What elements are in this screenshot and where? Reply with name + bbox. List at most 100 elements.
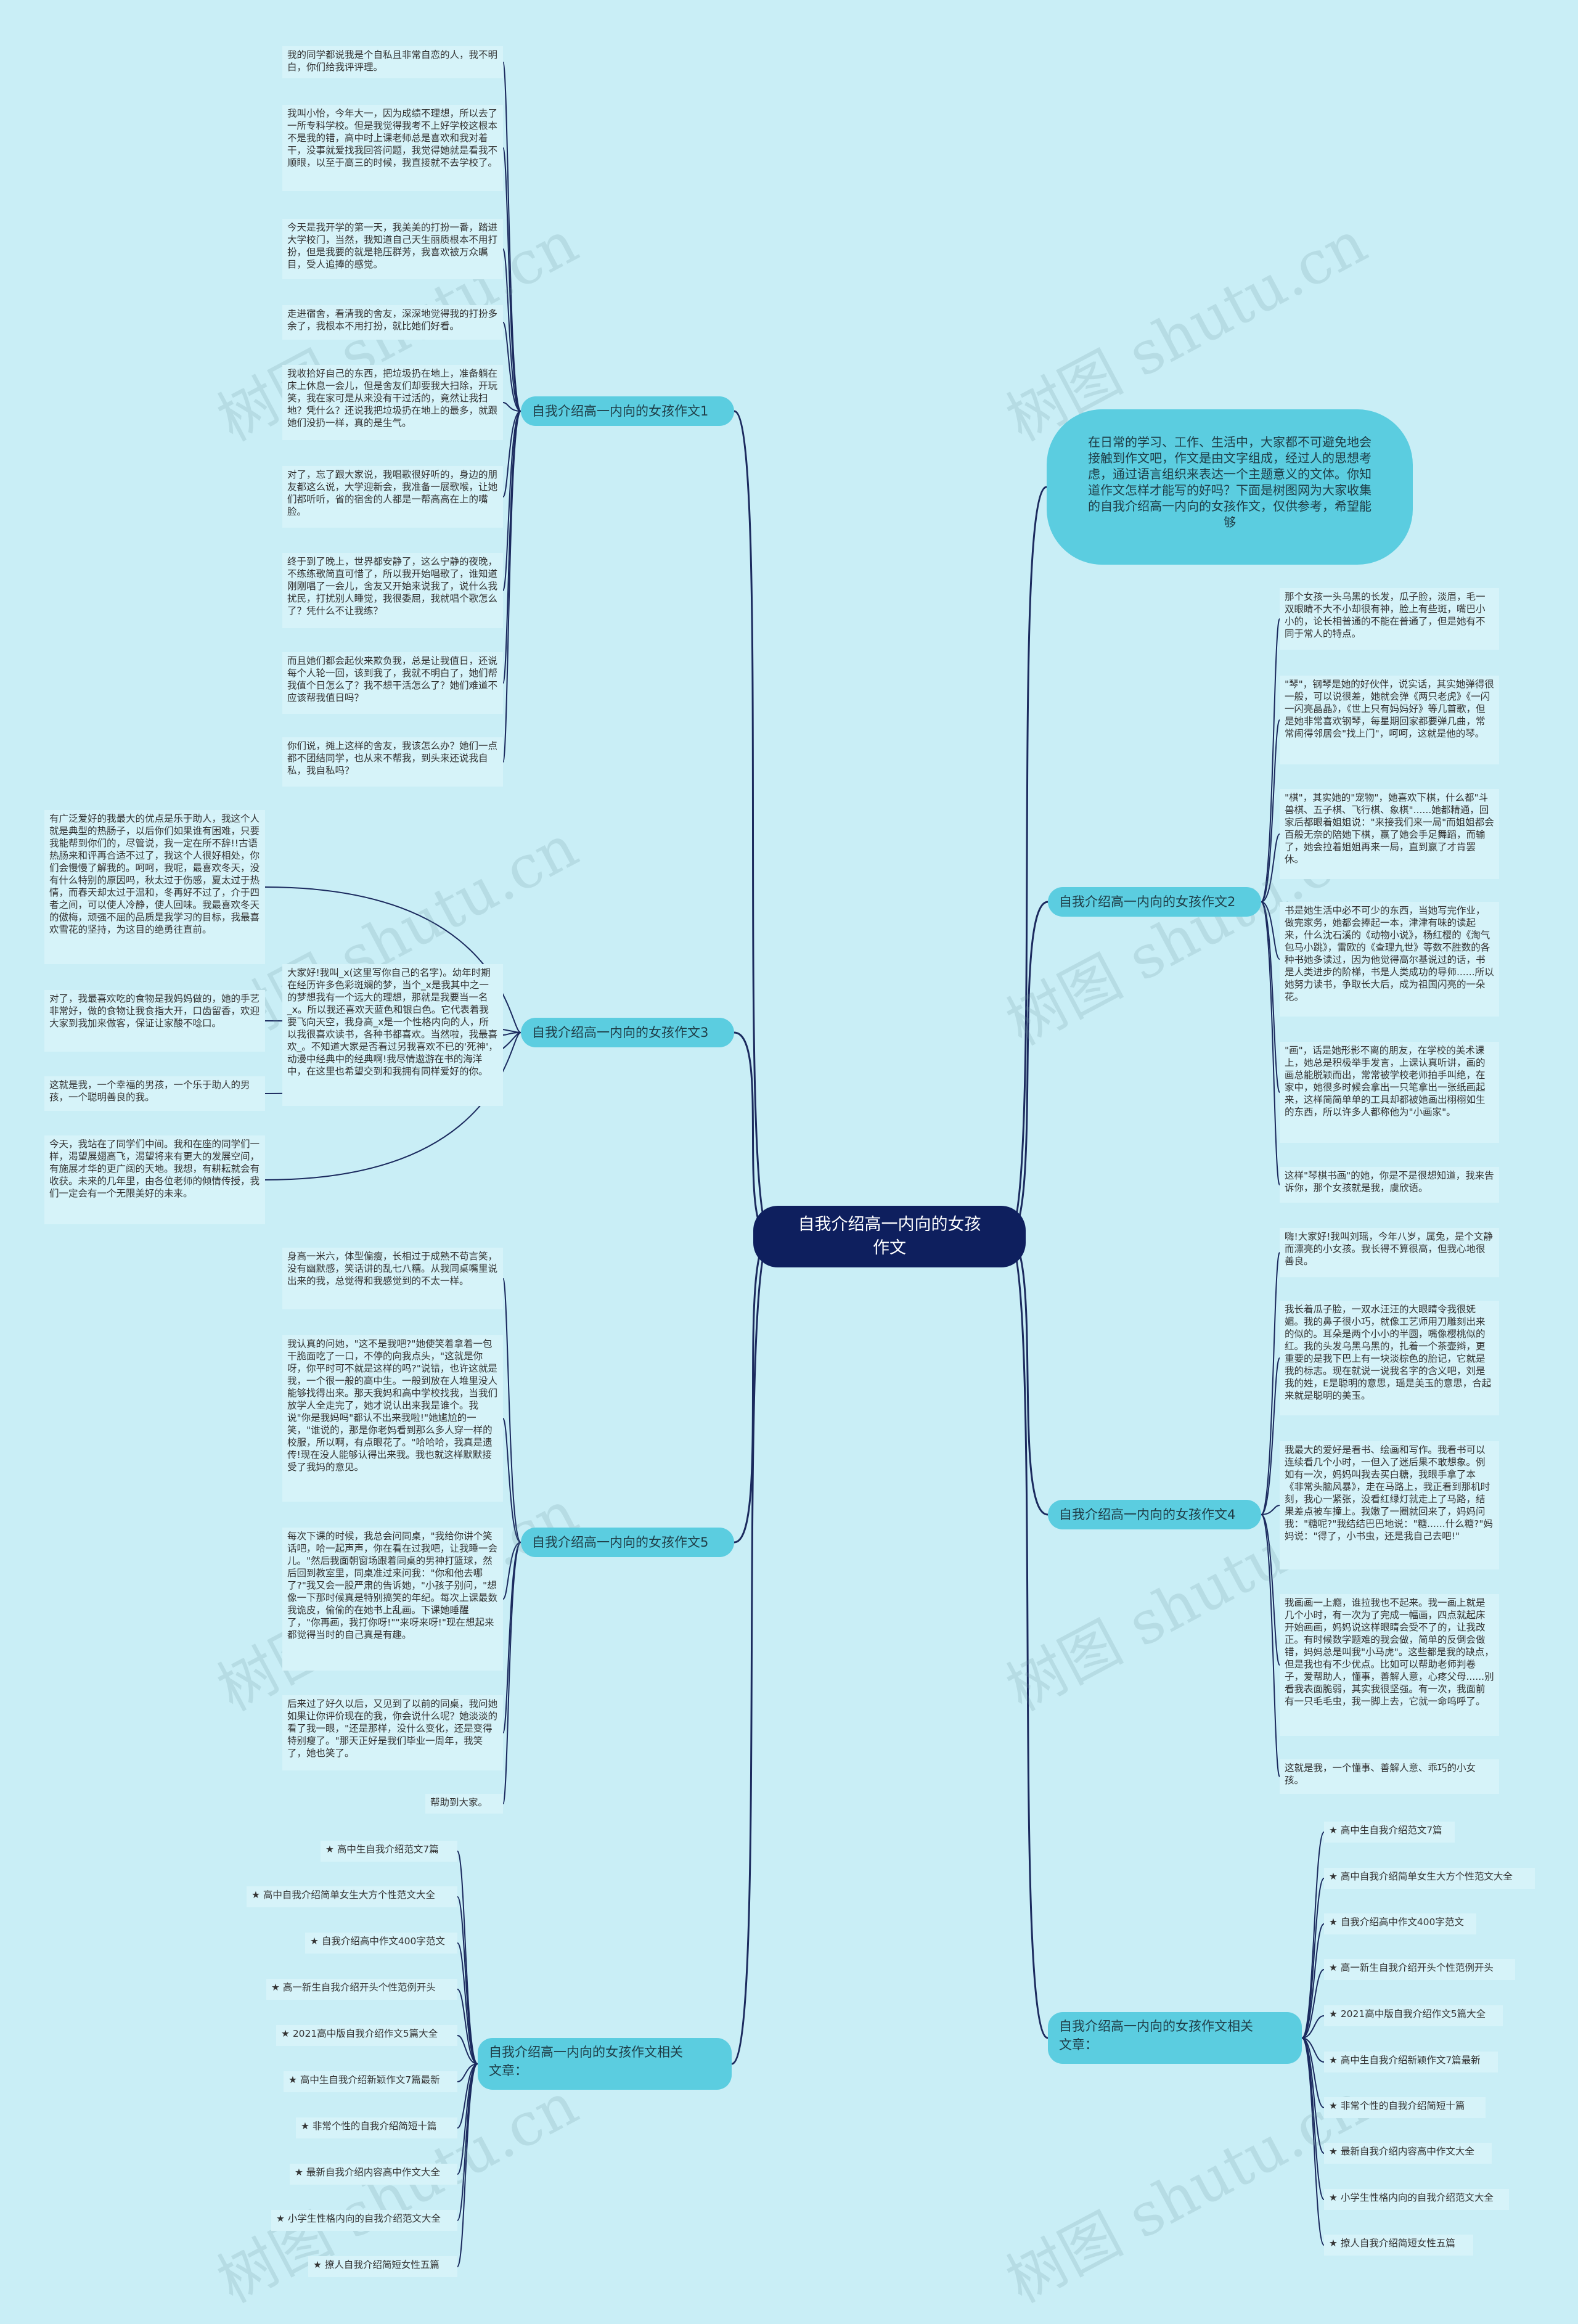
related-link-left[interactable]: ★ 小学生性格内向的自我介绍范文大全 bbox=[271, 2210, 457, 2231]
related-link-right[interactable]: ★ 高中生自我介绍新颖作文7篇最新 bbox=[1324, 2052, 1498, 2072]
essay3-paragraph: 有广泛爱好的我最大的优点是乐于助人，我这个人就是典型的热肠子，以后你们如果谁有困… bbox=[44, 810, 265, 964]
essay1-paragraph: 对了，忘了跟大家说，我唱歌很好听的，身边的朋友都这么说，大学迎新会，我准备一展歌… bbox=[282, 466, 503, 528]
connector bbox=[264, 886, 521, 1033]
connector bbox=[1261, 1252, 1280, 1515]
connector bbox=[1007, 486, 1047, 1238]
connector bbox=[1261, 1514, 1280, 1777]
essay4-paragraph: 我最大的爱好是看书、绘画和写作。我看书可以连续看几个小时，一但入了迷后果不敢想象… bbox=[1280, 1441, 1499, 1569]
essay3-paragraph: 这就是我，一个幸福的男孩，一个乐于助人的男孩，一个聪明善良的我。 bbox=[44, 1076, 265, 1111]
connector bbox=[457, 1896, 478, 2064]
connector bbox=[1007, 1235, 1049, 2039]
connector bbox=[734, 410, 772, 1238]
related-link-right[interactable]: ★ 小学生性格内向的自我介绍范文大全 bbox=[1324, 2189, 1509, 2210]
essay4-paragraph: 我长着瓜子脸，一双水汪汪的大眼睛令我很妩媚。我的鼻子很小巧，就像工艺师用刀雕刻出… bbox=[1280, 1301, 1499, 1415]
connector bbox=[1007, 1235, 1049, 1516]
connector bbox=[1261, 901, 1280, 1185]
connector bbox=[502, 62, 521, 412]
connector bbox=[1261, 618, 1280, 902]
connector bbox=[734, 1031, 772, 1238]
essay3-paragraph: 对了，我最喜欢吃的食物是我妈妈做的，她的手艺非常好，做的食物让我食指大开，口齿留… bbox=[44, 990, 265, 1052]
branch-related-left[interactable]: 自我介绍高一内向的女孩作文相关 文章： bbox=[478, 2038, 732, 2090]
branch-essay-2[interactable]: 自我介绍高一内向的女孩作文2 bbox=[1048, 887, 1261, 917]
branch-essay-1[interactable]: 自我介绍高一内向的女孩作文1 bbox=[521, 396, 734, 426]
connector bbox=[1301, 1923, 1325, 2039]
related-link-left[interactable]: ★ 高中自我介绍简单女生大方个性范文大全 bbox=[247, 1886, 457, 1907]
connector bbox=[502, 402, 521, 412]
connector bbox=[1301, 2015, 1325, 2039]
essay1-paragraph: 我叫小怡，今年大一，因为成绩不理想，所以去了一所专科学校。但是我觉得我考不上好学… bbox=[282, 105, 503, 191]
connector bbox=[502, 411, 521, 591]
connector bbox=[264, 1032, 521, 1180]
branch-essay-3[interactable]: 自我介绍高一内向的女孩作文3 bbox=[521, 1018, 734, 1047]
related-link-right[interactable]: ★ 高中自我介绍简单女生大方个性范文大全 bbox=[1324, 1868, 1535, 1889]
center-topic[interactable]: 自我介绍高一内向的女孩 作文 bbox=[753, 1206, 1026, 1267]
related-link-right[interactable]: ★ 自我介绍高中作文400字范文 bbox=[1324, 1913, 1476, 1934]
connector bbox=[502, 1418, 521, 1543]
connector bbox=[502, 1542, 521, 1804]
essay2-paragraph: "琴"，钢琴是她的好伙伴，说实话，其实她弹得很一般，可以说很差，她就会弹《两只老… bbox=[1280, 676, 1499, 764]
related-link-right[interactable]: ★ 高中生自我介绍范文7篇 bbox=[1324, 1822, 1455, 1843]
essay2-paragraph: 这样"琴棋书画"的她，你是不是很想知道，我来告诉你，那个女孩就是我，虞欣语。 bbox=[1280, 1167, 1499, 1203]
connector bbox=[1007, 901, 1049, 1238]
intro-node[interactable]: 在日常的学习、工作、生活中，大家都不可避免地会接触到作文吧，作文是由文字组成，经… bbox=[1047, 409, 1413, 565]
branch-related-right[interactable]: 自我介绍高一内向的女孩作文相关 文章： bbox=[1048, 2012, 1302, 2064]
related-link-left[interactable]: ★ 2021高中版自我介绍作文5篇大全 bbox=[276, 2025, 457, 2046]
related-link-left[interactable]: ★ 高一新生自我介绍开头个性范例开头 bbox=[266, 1979, 457, 2000]
connector bbox=[457, 2035, 478, 2064]
connector bbox=[502, 1278, 521, 1543]
related-link-right[interactable]: ★ 2021高中版自我介绍作文5篇大全 bbox=[1324, 2005, 1503, 2026]
connector bbox=[457, 1942, 478, 2064]
connector bbox=[502, 411, 521, 497]
related-link-left[interactable]: ★ 自我介绍高中作文400字范文 bbox=[305, 1933, 457, 1954]
essay5-paragraph: 我认真的问她，"这不是我吧?"她使笑着拿着一包干脆面吃了一口，不停的向我点头，"… bbox=[282, 1335, 503, 1502]
essay1-paragraph: 而且她们都会起伙来欺负我，总是让我值日，还说每个人轮一回，该到我了，我就不明白了… bbox=[282, 652, 503, 714]
related-link-right[interactable]: ★ 最新自我介绍内容高中作文大全 bbox=[1324, 2143, 1492, 2164]
connector bbox=[1301, 2037, 1325, 2063]
essay1-paragraph: 我收拾好自己的东西，把垃圾扔在地上，准备躺在床上休息一会儿，但是舍友们却要我大扫… bbox=[282, 365, 503, 440]
connector bbox=[731, 1235, 772, 2065]
essay1-paragraph: 走进宿舍，看清我的舍友，深深地觉得我的打扮多余了，我根本不用打扮，就比她们好看。 bbox=[282, 305, 503, 340]
essay4-paragraph: 嗨!大家好!我叫刘瑶，今年八岁，属兔，是个文静而漂亮的小女孩。我长得不算很高，但… bbox=[1280, 1228, 1499, 1277]
connector bbox=[1261, 1505, 1280, 1515]
essay3-paragraph: 今天，我站在了同学们中间。我和在座的同学们一样，渴望展翅高飞，渴望将来有更大的发… bbox=[44, 1135, 265, 1224]
essay1-paragraph: 你们说，摊上这样的舍友，我该怎么办？她们一点都不团结同学，也从来不帮我，到头来还… bbox=[282, 737, 503, 787]
essay4-paragraph: 这就是我，一个懂事、善解人意、乖巧的小女孩。 bbox=[1280, 1759, 1499, 1794]
connector bbox=[502, 248, 521, 412]
connector bbox=[1301, 2037, 1325, 2246]
connector bbox=[1261, 833, 1280, 902]
related-link-right[interactable]: ★ 撩人自我介绍简短女性五篇 bbox=[1324, 2235, 1473, 2256]
essay5-paragraph: 每次下课的时候，我总会问同桌，"我给你讲个笑话吧，哈一起声声，你在看在过我吧，让… bbox=[282, 1528, 503, 1671]
essay3-paragraph: 大家好!我叫_x(这里写你自己的名字)。幼年时期在经历许多色彩斑斓的梦，当个_x… bbox=[282, 964, 503, 1106]
essay2-paragraph: "画"，话是她形影不离的朋友，在学校的美术课上，她总是积极举手发言，上课认真听讲… bbox=[1280, 1042, 1499, 1143]
essay2-paragraph: "棋"，其实她的"宠物"，她喜欢下棋，什么都"斗兽棋、五子棋、飞行棋、象棋"..… bbox=[1280, 789, 1499, 879]
connector bbox=[1261, 901, 1280, 1093]
essay5-paragraph: 后来过了好久以后，又见到了以前的同桌，我问她如果让你评价现在的我，你会说什么呢？… bbox=[282, 1695, 503, 1770]
essay1-paragraph: 今天是我开学的第一天，我美美的打扮一番，踏进大学校门，当然，我知道自己天生丽质根… bbox=[282, 219, 503, 279]
related-link-left[interactable]: ★ 非常个性的自我介绍简短十篇 bbox=[296, 2117, 457, 2138]
connector bbox=[502, 147, 521, 412]
connector bbox=[502, 1542, 521, 1733]
connector bbox=[457, 1851, 478, 2064]
connector bbox=[502, 322, 521, 412]
essay2-paragraph: 那个女孩一头乌黑的长发，瓜子脸，淡眉，毛一双眼睛不大不小却很有神，脸上有些斑，嘴… bbox=[1280, 588, 1499, 650]
connector bbox=[457, 2063, 478, 2267]
related-link-left[interactable]: ★ 最新自我介绍内容高中作文大全 bbox=[290, 2164, 457, 2185]
connector bbox=[1301, 1878, 1325, 2039]
connector bbox=[502, 411, 521, 763]
connector bbox=[457, 2063, 478, 2129]
connector bbox=[502, 411, 521, 684]
essay4-paragraph: 我画画一上瘾，谁拉我也不起来。我一画上就是几个小时，有一次为了完成一幅画，四点就… bbox=[1280, 1594, 1499, 1736]
related-link-right[interactable]: ★ 高一新生自我介绍开头个性范例开头 bbox=[1324, 1959, 1515, 1980]
connector bbox=[502, 1032, 521, 1036]
related-link-right[interactable]: ★ 非常个性的自我介绍简短十篇 bbox=[1324, 2097, 1486, 2118]
related-link-left[interactable]: ★ 撩人自我介绍简短女性五篇 bbox=[308, 2256, 457, 2277]
essay1-paragraph: 终于到了晚上，世界都安静了，这么宁静的夜晚，不练练歌简直可惜了，所以我开始唱歌了… bbox=[282, 553, 503, 628]
essay2-paragraph: 书是她生活中必不可少的东西，当她写完作业，做完家务，她都会捧起一本，津津有味的读… bbox=[1280, 902, 1499, 1017]
connector bbox=[1261, 1357, 1280, 1515]
connector bbox=[502, 1542, 521, 1600]
branch-essay-5[interactable]: 自我介绍高一内向的女孩作文5 bbox=[521, 1528, 734, 1557]
branch-essay-4[interactable]: 自我介绍高一内向的女孩作文4 bbox=[1048, 1500, 1261, 1529]
essay5-paragraph: 帮助到大家。 bbox=[425, 1794, 503, 1814]
related-link-left[interactable]: ★ 高中生自我介绍新颖作文7篇最新 bbox=[284, 2071, 457, 2092]
related-link-left[interactable]: ★ 高中生自我介绍范文7篇 bbox=[321, 1841, 457, 1862]
